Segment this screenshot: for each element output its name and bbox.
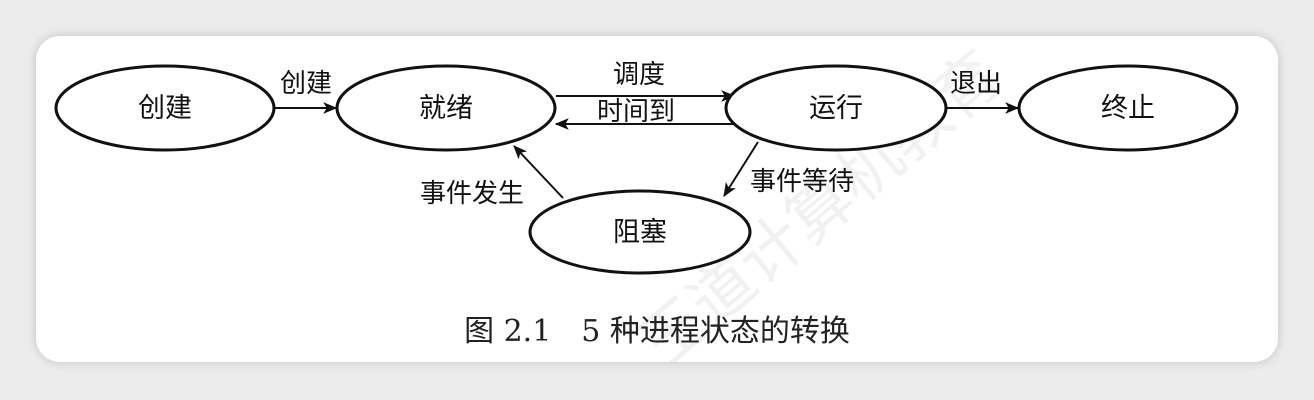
node-label-ready: 就绪 — [419, 93, 473, 124]
node-ready: 就绪 — [335, 64, 557, 152]
node-running: 运行 — [724, 64, 948, 152]
edge-event-occurs — [513, 145, 564, 199]
node-terminated: 终止 — [1017, 64, 1239, 152]
node-blocked: 阻塞 — [528, 189, 752, 275]
node-label-terminated: 终止 — [1101, 93, 1155, 124]
edge-label-exit: 退出 — [950, 69, 1002, 99]
edge-label-dispatch: 调度 — [613, 60, 665, 90]
node-label-running: 运行 — [809, 93, 863, 124]
edge-label-create: 创建 — [280, 69, 332, 99]
edge-label-timeout: 时间到 — [597, 97, 675, 127]
node-label-blocked: 阻塞 — [613, 217, 667, 248]
edge-label-event-wait: 事件等待 — [750, 167, 854, 197]
node-create: 创建 — [54, 64, 276, 152]
figure-card: 王道计算机教育 创建 调度 时间到 退出 事件等待 事件发生 创建 就绪 运行 … — [36, 36, 1278, 362]
edge-label-event-occurs: 事件发生 — [420, 179, 524, 209]
figure-caption: 图 2.1 5 种进程状态的转换 — [464, 314, 850, 349]
node-label-create: 创建 — [138, 93, 192, 124]
process-state-diagram: 王道计算机教育 创建 调度 时间到 退出 事件等待 事件发生 创建 就绪 运行 … — [54, 37, 1239, 362]
edge-event-wait — [723, 141, 759, 197]
